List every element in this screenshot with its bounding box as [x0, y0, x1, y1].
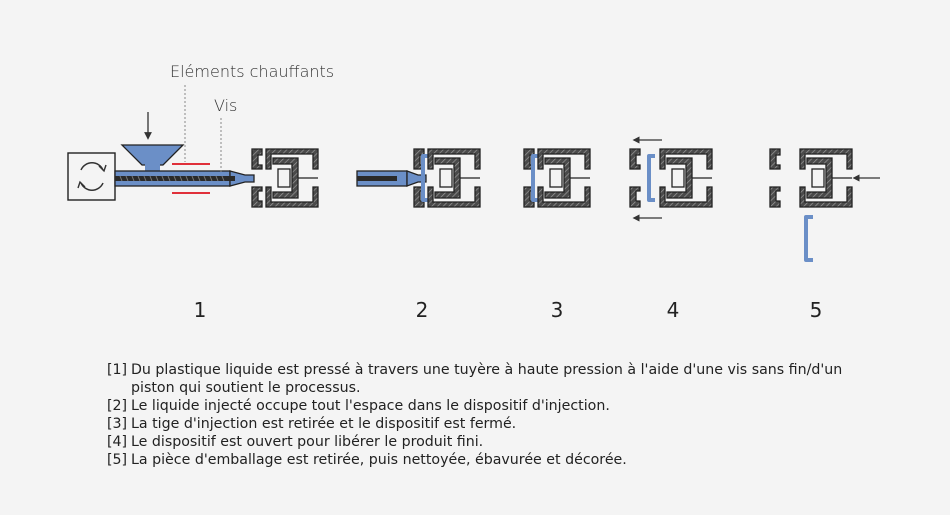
step-number-1: 1 [194, 298, 207, 322]
legend-text: La pièce d'emballage est retirée, puis n… [131, 452, 627, 468]
step-5-ejection [769, 148, 880, 262]
step-number-4: 4 [667, 298, 680, 322]
step-number-3: 3 [551, 298, 564, 322]
legend-item-5: [5] La pièce d'emballage est retirée, pu… [107, 451, 867, 469]
mold-right-half-3 [537, 148, 591, 208]
injection-moulding-diagram: Eléments chauffants Vis 1 2 3 4 5 [67, 62, 880, 322]
step-number-5: 5 [810, 298, 823, 322]
legend-item-4: [4] Le dispositif est ouvert pour libére… [107, 433, 867, 451]
legend-item-3: [3] La tige d'injection est retirée et l… [107, 415, 867, 433]
legend-text: Le dispositif est ouvert pour libérer le… [131, 434, 484, 450]
nozzle-2 [406, 170, 427, 187]
legend-text: Du plastique liquide est pressé à traver… [131, 362, 843, 396]
legend-tag: [2] [107, 398, 128, 414]
screw-label: Vis [214, 96, 237, 115]
legend-tag: [5] [107, 452, 128, 468]
rotation-icon [77, 162, 107, 191]
mold-left-half-5 [769, 148, 781, 208]
step-number-2: 2 [416, 298, 429, 322]
step-1-machine [67, 85, 319, 208]
step-3-cooling [523, 148, 591, 208]
legend-text: La tige d'injection est retirée et le di… [131, 416, 517, 432]
nozzle [229, 170, 255, 187]
ejected-part [804, 215, 813, 262]
step-2-injection [356, 148, 481, 208]
mold-right-half-2 [427, 148, 481, 208]
screw-2 [357, 176, 397, 181]
mold-right-half [265, 148, 319, 208]
legend-text: Le liquide injecté occupe tout l'espace … [131, 398, 610, 414]
hopper [120, 144, 185, 166]
legend-tag: [3] [107, 416, 128, 432]
part-4 [647, 154, 657, 202]
mold-right-half-4 [659, 148, 713, 208]
step-4-opening [629, 136, 713, 222]
legend-item-2: [2] Le liquide injecté occupe tout l'esp… [107, 397, 867, 415]
legend-tag: [1] [107, 362, 128, 378]
legend-item-1: [1] Du plastique liquide est pressé à tr… [107, 361, 867, 397]
mold-right-half-5 [799, 148, 853, 208]
legend-tag: [4] [107, 434, 128, 450]
legend: [1] Du plastique liquide est pressé à tr… [107, 361, 867, 469]
mold-left-half-4 [629, 148, 641, 208]
motor-box [67, 152, 116, 201]
heating-elements-label: Eléments chauffants [170, 62, 334, 81]
screw-thread [119, 175, 225, 182]
